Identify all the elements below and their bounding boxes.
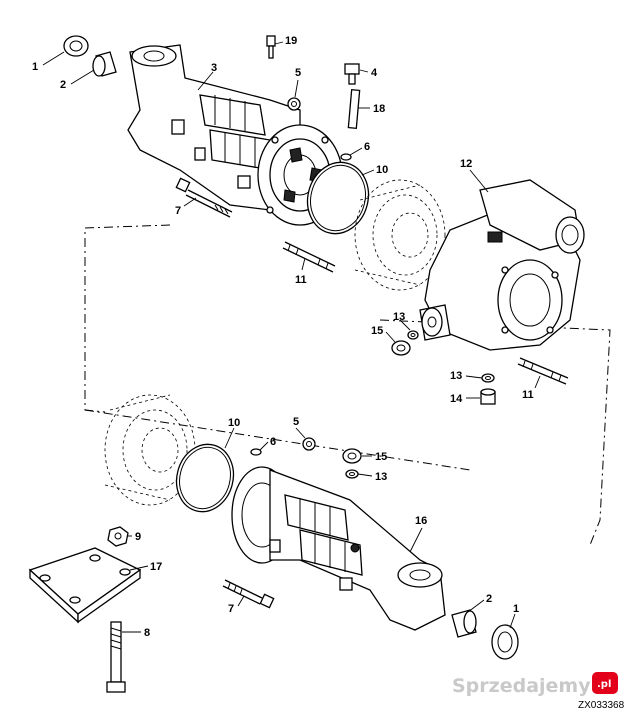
callout-3: 3: [211, 62, 217, 74]
callout-13-low: 13: [450, 370, 462, 382]
callout-11-right: 11: [522, 389, 534, 401]
washer-low: [481, 373, 495, 383]
pin-18: [347, 89, 361, 129]
callout-5-low: 5: [293, 416, 299, 428]
callout-10-top: 10: [376, 164, 388, 176]
callout-16: 16: [415, 515, 427, 527]
callout-4: 4: [371, 67, 378, 79]
bushing-bottom: [451, 609, 477, 638]
callout-1-top: 1: [32, 61, 38, 73]
seal-ring-top: [63, 35, 89, 57]
watermark: Sprzedajemy .pl: [452, 672, 618, 697]
mounting-plate: [28, 547, 142, 624]
washer-mid: [407, 330, 419, 340]
washer-bottom: [345, 469, 359, 479]
callout-6-low: 6: [270, 436, 276, 448]
callout-2-top: 2: [60, 79, 66, 91]
final-drive-housing: [419, 179, 585, 351]
plug-low: [342, 448, 362, 464]
callout-6-top: 6: [364, 141, 370, 153]
watermark-suffix: .pl: [597, 679, 611, 690]
callout-13-mid: 13: [393, 311, 405, 323]
callout-19: 19: [285, 35, 297, 47]
o-ring-bottom: [175, 443, 235, 513]
callout-9: 9: [135, 531, 141, 543]
stud-right: [517, 357, 569, 385]
callout-5-top: 5: [295, 67, 301, 79]
callout-8: 8: [144, 627, 150, 639]
sensor-top: [344, 63, 360, 85]
seal-ring-bottom: [491, 624, 519, 660]
callout-11-top: 11: [295, 274, 307, 286]
callout-7-top: 7: [175, 205, 181, 217]
o-ring-top: [306, 161, 370, 235]
plug-top: [287, 97, 301, 111]
small-ring-bottom: [250, 448, 262, 456]
drain-plug: [480, 388, 496, 405]
planetary-gear-ghost-top: [354, 179, 446, 291]
callout-15-low: 15: [375, 451, 387, 463]
small-ring-top: [340, 153, 352, 161]
reference-code: ZX033368: [578, 700, 625, 711]
callout-numbers: 1 2 3 19 5 4 18 6 10 7 11 12 13 15 13 14…: [32, 35, 534, 639]
callout-1-bot: 1: [513, 603, 519, 615]
leader-lines: [42, 41, 541, 633]
callout-15-mid: 15: [371, 325, 383, 337]
callout-2-bot: 2: [486, 593, 492, 605]
callout-18: 18: [373, 103, 385, 115]
callout-17: 17: [150, 561, 162, 573]
watermark-text: Sprzedajemy: [452, 675, 591, 697]
callout-13-bot: 13: [375, 471, 387, 483]
stud-top: [282, 241, 336, 273]
bolt-bottom: [222, 579, 275, 609]
bushing-top: [92, 51, 117, 77]
breather-valve: [266, 35, 276, 59]
plug-bottom: [302, 437, 316, 451]
bolt-top: [175, 177, 233, 218]
callout-12: 12: [460, 158, 472, 170]
callout-7-bot: 7: [228, 603, 234, 615]
long-bolt: [106, 621, 126, 693]
axle-housing-right: [231, 466, 446, 631]
callout-10-low: 10: [228, 417, 240, 429]
nut-9: [107, 526, 129, 547]
watermark-badge: [592, 672, 618, 694]
plug-mid: [391, 340, 411, 356]
callout-14: 14: [450, 393, 463, 405]
